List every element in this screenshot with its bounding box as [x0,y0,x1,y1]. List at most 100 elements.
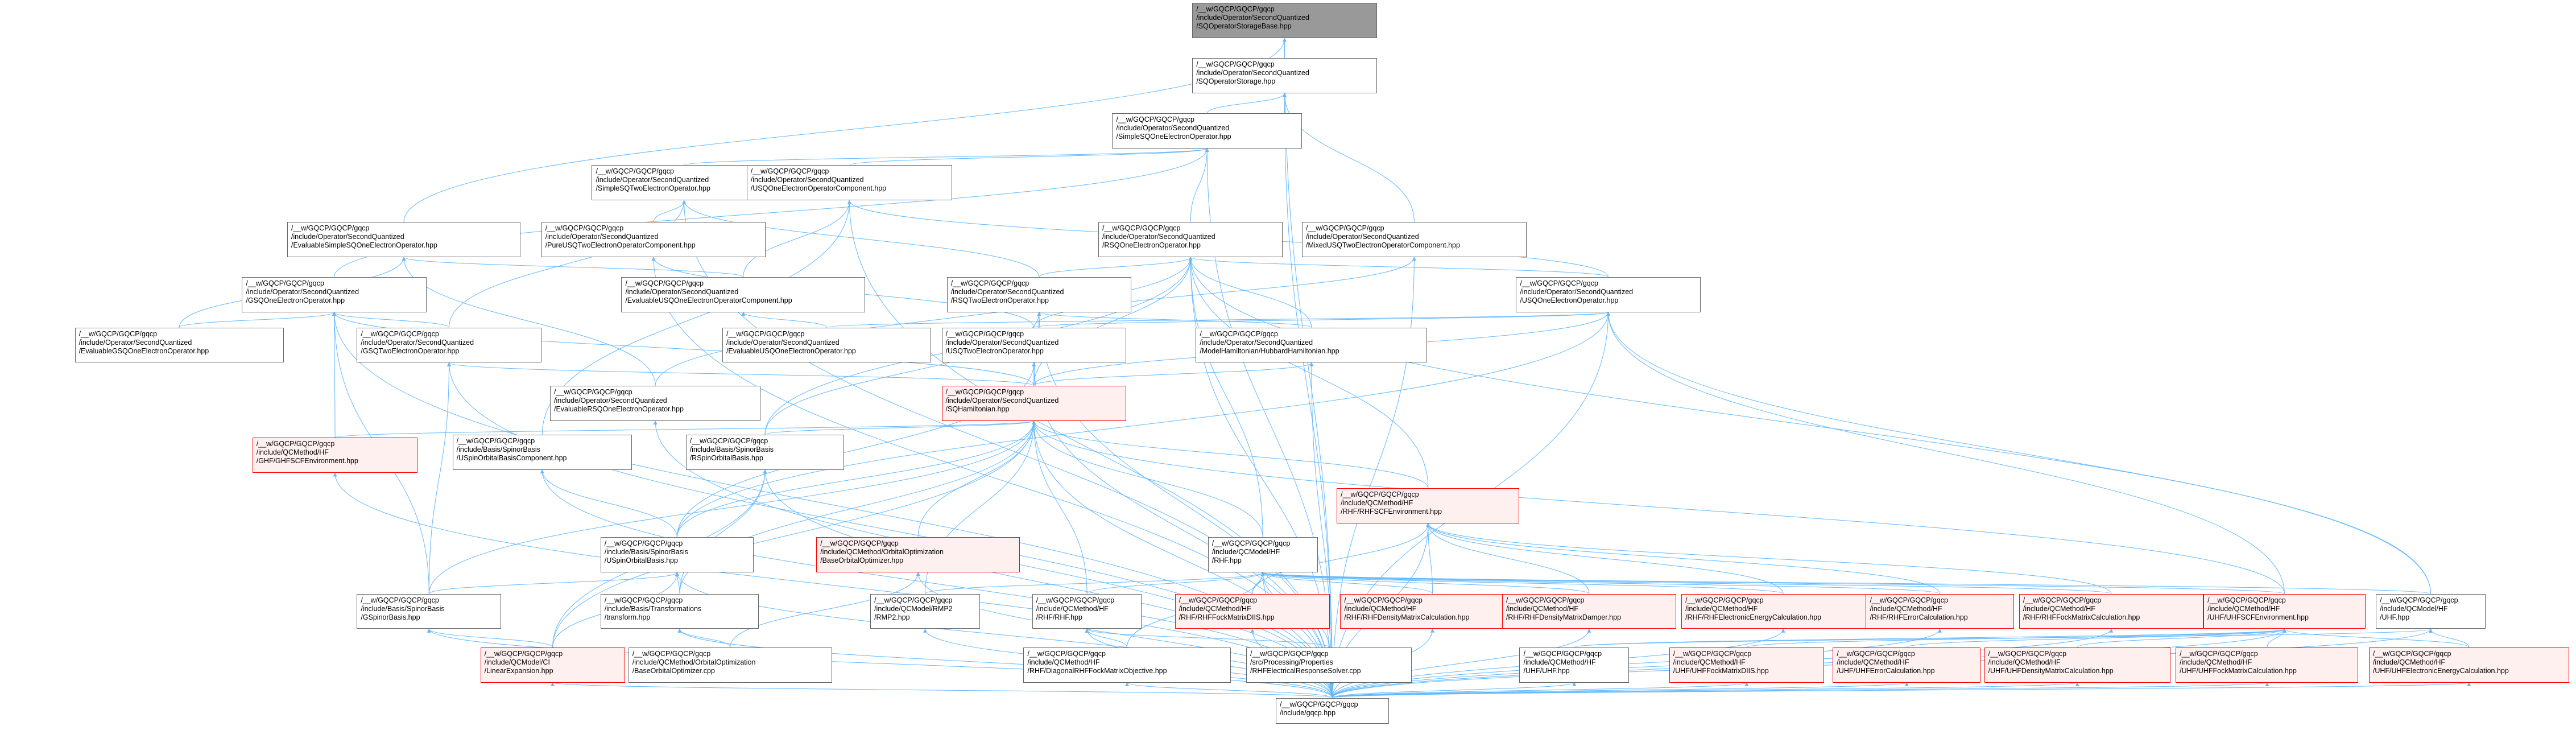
edge-gqcp-to-rhfdamper [1332,628,1591,698]
node-uspinorbitalbasiscomponent[interactable]: /__w/GQCP/GQCP/gqcp /include/Basis/Spino… [452,434,632,470]
edge-evalusqonecomp-to-evalsimpleone [402,257,744,278]
edge-linexp-to-sqham [552,420,1036,647]
edge-rsqtwo-to-simplesqtwo [682,200,1040,277]
edge-uhferrorcalc-to-uhfscfenv [1906,628,2286,648]
node-rhfdensitymatrixdamper[interactable]: /__w/GQCP/GQCP/gqcp /include/QCMethod/HF… [1502,593,1676,629]
node-usqtwoelectronoperator[interactable]: /__w/GQCP/GQCP/gqcp /include/Operator/Se… [941,327,1126,363]
node-rhfelectronicenergycalculation[interactable]: /__w/GQCP/GQCP/gqcp /include/QCMethod/HF… [1681,593,1886,629]
edge-gsqtwo-to-gsqone [332,312,450,328]
node-evaluablersqoneelectronoperator[interactable]: /__w/GQCP/GQCP/gqcp /include/Operator/Se… [550,385,761,421]
node-evaluableusqoneelectronoperatorcomponent[interactable]: /__w/GQCP/GQCP/gqcp /include/Operator/Se… [621,277,865,312]
node-usqoneelectronoperatorcomponent[interactable]: /__w/GQCP/GQCP/gqcp /include/Operator/Se… [746,165,952,201]
edge-evalusqone-to-usqone [826,312,1610,328]
node-gsqtwoelectronoperator[interactable]: /__w/GQCP/GQCP/gqcp /include/Operator/Se… [357,327,541,363]
edge-gqcp-to-uhferrorcalc [1332,682,1909,698]
edge-usqone-to-rsqone [1188,257,1609,278]
node-pureusqtwoelectronoperatorcomponent[interactable]: /__w/GQCP/GQCP/gqcp /include/Operator/Se… [541,222,766,257]
edge-gqcp-to-linexp [551,682,1333,698]
edge-rsqtwo-to-rsqone [1039,257,1193,278]
edge-usqonecomp-to-simplesqone [849,148,1209,166]
node-rhferrorcalculation[interactable]: /__w/GQCP/GQCP/gqcp /include/QCMethod/HF… [1866,593,2014,629]
node-rsqoneelectronoperator[interactable]: /__w/GQCP/GQCP/gqcp /include/Operator/Se… [1098,222,1283,257]
node-uhfdensitymatrixcalculation[interactable]: /__w/GQCP/GQCP/gqcp /include/QCMethod/HF… [1984,647,2170,683]
node-baseorbitaloptimizer-hpp[interactable]: /__w/GQCP/GQCP/gqcp /include/QCMethod/Or… [816,537,1020,572]
node-rhfdensitymatrixcalculation[interactable]: /__w/GQCP/GQCP/gqcp /include/QCMethod/HF… [1340,593,1525,629]
node-qcmodel-rhf[interactable]: /__w/GQCP/GQCP/gqcp /include/QCModel/HF … [1208,537,1318,572]
edge-baseorbopt-to-sqham [917,420,1036,538]
node-transform[interactable]: /__w/GQCP/GQCP/gqcp /include/Basis/Trans… [600,593,759,629]
node-rmp2[interactable]: /__w/GQCP/GQCP/gqcp /include/QCModel/RMP… [870,593,980,629]
edge-evalgsqone-to-gsqone [179,312,336,328]
node-qcmethod-uhf[interactable]: /__w/GQCP/GQCP/gqcp /include/QCMethod/HF… [1519,647,1630,683]
node-usqoneelectronoperator[interactable]: /__w/GQCP/GQCP/gqcp /include/Operator/Se… [1516,277,1701,312]
node-gsqoneelectronoperator[interactable]: /__w/GQCP/GQCP/gqcp /include/Operator/Se… [242,277,427,312]
node-uhfelectronicenergycalculation[interactable]: /__w/GQCP/GQCP/gqcp /include/QCMethod/HF… [2368,647,2569,683]
node-uspinorbitalbasis[interactable]: /__w/GQCP/GQCP/gqcp /include/Basis/Spino… [600,537,754,572]
node-rhfelectricalresponsesolver[interactable]: /__w/GQCP/GQCP/gqcp /src/Processing/Prop… [1246,647,1412,683]
node-linearexpansion[interactable]: /__w/GQCP/GQCP/gqcp /include/QCModel/CI … [480,647,625,683]
edge-sqham-to-gsqtwo [447,362,1035,386]
edge-uspinbasis-to-uspinbasiscomp [540,469,677,538]
node-uhffockmatrixdiis[interactable]: /__w/GQCP/GQCP/gqcp /include/QCMethod/HF… [1669,647,1824,683]
edge-evalusqonecomp-to-usqonecomp [743,200,851,277]
edge-rhfscfenv-to-rsqone [1188,257,1429,489]
node-evaluablesimplesqoneelectronoperator[interactable]: /__w/GQCP/GQCP/gqcp /include/Operator/Se… [287,222,520,257]
edge-uhfmodel-to-rhf [1261,572,2431,595]
edge-uhfscfenv-to-usqone [1606,312,2285,594]
edge-evalrsqone-to-rsqone [655,257,1193,386]
node-gqcp[interactable]: /__w/GQCP/GQCP/gqcp /include/gqcp.hpp [1276,698,1389,724]
edge-rhfelecresp-to-rhfmethod [1085,628,1329,648]
edge-transform-to-rspinbasis [679,469,767,594]
node-ghfscfenvironment[interactable]: /__w/GQCP/GQCP/gqcp /include/QCMethod/HF… [252,438,418,473]
edge-uspinbasis-to-sqham [676,420,1036,538]
edge-gqcp-to-uhffockdiis [1332,682,1749,698]
node-rhfscfenvironment[interactable]: /__w/GQCP/GQCP/gqcp /include/QCMethod/HF… [1337,488,1520,523]
node-sqhamiltonian[interactable]: /__w/GQCP/GQCP/gqcp /include/Operator/Se… [941,385,1126,421]
node-rhffockmatrixdiis[interactable]: /__w/GQCP/GQCP/gqcp /include/QCMethod/HF… [1175,593,1330,629]
node-mixedusqtwoelectronoperatorcomponent[interactable]: /__w/GQCP/GQCP/gqcp /include/Operator/Se… [1301,222,1527,257]
edge-uspinbasis-to-usqone [676,312,1611,538]
edge-pureusqtwo-to-simplesqtwo [653,200,687,222]
edge-uhfmethod-to-uhfmodel [1574,628,2433,648]
node-evaluablegsqoneelectronoperator[interactable]: /__w/GQCP/GQCP/gqcp /include/Operator/Se… [75,327,284,363]
node-uhfscfenvironment[interactable]: /__w/GQCP/GQCP/gqcp /include/QCMethod/HF… [2203,593,2366,629]
edge-gqcp-to-uhfmethod [1332,682,1577,698]
node-rsqtwoelectronoperator[interactable]: /__w/GQCP/GQCP/gqcp /include/Operator/Se… [946,277,1132,312]
node-rhffockmatrixcalculation[interactable]: /__w/GQCP/GQCP/gqcp /include/QCMethod/HF… [2019,593,2204,629]
node-simplesqoneelectronoperator[interactable]: /__w/GQCP/GQCP/gqcp /include/Operator/Se… [1112,113,1302,149]
node-rspinorbitalbasis[interactable]: /__w/GQCP/GQCP/gqcp /include/Basis/Spino… [685,434,845,470]
node-uhferrorcalculation[interactable]: /__w/GQCP/GQCP/gqcp /include/QCMethod/HF… [1833,647,1981,683]
edge-simplesqtwo-to-simplesqone [684,148,1209,166]
edge-rsqone-to-simplesqone [1190,148,1209,222]
node-diagonalrhffockmatrixobjective[interactable]: /__w/GQCP/GQCP/gqcp /include/QCMethod/HF… [1023,647,1231,683]
edge-rhfdamper-to-rhf [1260,572,1590,595]
edge-ghfscfenv-to-sqham [334,420,1036,438]
node-sqoperatorstorage[interactable]: /__w/GQCP/GQCP/gqcp /include/Operator/Se… [1192,58,1377,94]
edge-uhfdensitycalc-to-uhfscfenv [2077,628,2286,648]
node-evaluableusqoneelectronoperator[interactable]: /__w/GQCP/GQCP/gqcp /include/Operator/Se… [722,327,932,363]
edge-gqcp-to-diagrhf [1125,682,1333,698]
edge-usqtwo-to-usqone [1033,312,1610,328]
node-baseorbitaloptimizer-cpp[interactable]: /__w/GQCP/GQCP/gqcp /include/QCMethod/Or… [628,647,832,683]
edge-rhfenergycalc-to-rhf [1260,572,1784,595]
edge-simplesqone-to-sqstorage [1206,93,1287,114]
edge-gspinorbasis-to-uspinbasis [428,572,679,595]
edge-gqcp-to-usqtwo [1032,362,1333,698]
node-sqoperatorstoragebase[interactable]: /__w/GQCP/GQCP/gqcp /include/Operator/Se… [1192,3,1377,39]
edge-sqham-to-gsqone [332,312,1035,386]
edge-ghfscfenv-to-gsqone [332,312,337,438]
edge-mixedusqtwo-to-sqstorage [1282,93,1415,222]
node-hubbardhamiltonian[interactable]: /__w/GQCP/GQCP/gqcp /include/Operator/Se… [1196,327,1428,363]
edge-rhfdamper-to-rhfscfenv [1426,523,1590,594]
node-gspinorbasis[interactable]: /__w/GQCP/GQCP/gqcp /include/Basis/Spino… [357,593,502,629]
node-qcmodel-uhf[interactable]: /__w/GQCP/GQCP/gqcp /include/QCModel/HF … [2376,593,2486,629]
edge-linexp-to-gspinorbasis [427,628,553,648]
edge-gqcp-to-uhfenergycalc [1332,682,2471,698]
edge-gqcp-to-rhferrorcalc [1332,628,1942,698]
edge-gqcp-to-gsqtwo [447,362,1333,698]
node-simplesqtwoelectronoperator[interactable]: /__w/GQCP/GQCP/gqcp /include/Operator/Se… [592,165,776,201]
edge-gspinorbasis-to-sqham [428,420,1036,594]
node-qcmethod-rhf[interactable]: /__w/GQCP/GQCP/gqcp /include/QCMethod/HF… [1032,593,1142,629]
edge-hubbard-to-rsqtwo [1037,312,1312,328]
node-uhffockmatrixcalculation[interactable]: /__w/GQCP/GQCP/gqcp /include/QCMethod/HF… [2176,647,2359,683]
